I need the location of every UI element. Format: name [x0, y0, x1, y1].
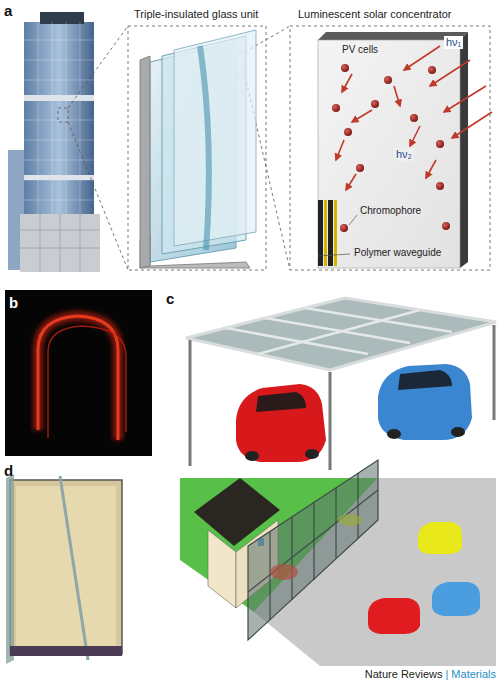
glass-unit — [140, 30, 256, 268]
glass-unit-photo — [6, 474, 122, 664]
journal-name: Nature Reviews — [365, 668, 443, 681]
zoom-lines — [58, 26, 490, 270]
chromophore-dots — [332, 64, 450, 232]
journal-name: | Materials — [445, 668, 496, 681]
carport — [186, 298, 496, 470]
panel-heading: Triple-insulated glass unit — [134, 8, 258, 21]
noise-barrier-scene — [180, 460, 496, 666]
skyscraper — [8, 12, 100, 272]
car — [378, 364, 472, 440]
part-label: PV cells — [340, 44, 380, 56]
light-rays — [336, 46, 492, 190]
photon-label: hν₂ — [394, 148, 414, 161]
panel-letter: d — [4, 462, 13, 479]
panel-heading: Luminescent solar concentrator — [298, 8, 451, 21]
part-label: Polymer waveguide — [352, 247, 443, 259]
panel-letter: a — [4, 2, 12, 19]
lsc-slab — [318, 32, 468, 268]
flexible-lsc-photo — [5, 290, 152, 456]
photon-label: hν₁ — [444, 36, 463, 49]
part-label: Chromophore — [358, 205, 423, 217]
panel-letter: b — [9, 294, 18, 311]
car — [236, 384, 326, 462]
panel-letter: c — [166, 290, 174, 307]
